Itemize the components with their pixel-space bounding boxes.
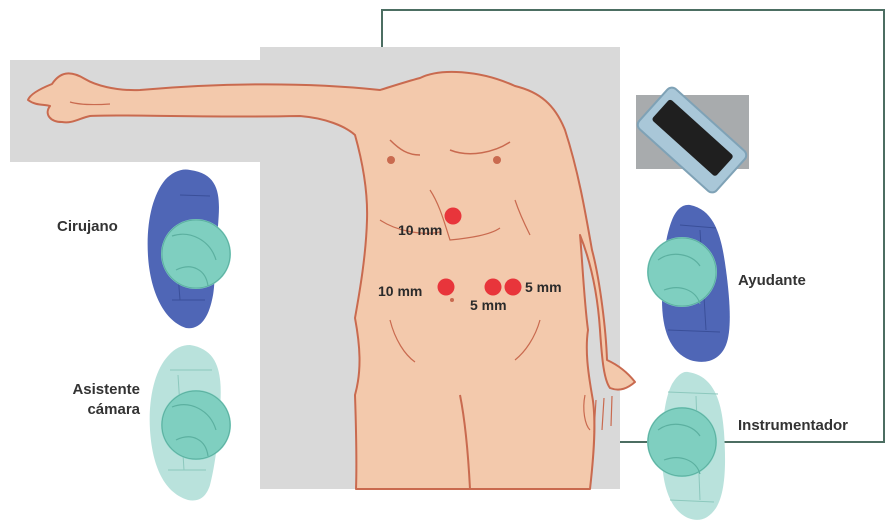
camera-assistant-label-line1: Asistente <box>48 380 140 400</box>
port-label-left: 10 mm <box>378 283 422 299</box>
nipple-left <box>387 156 395 164</box>
camera-assistant-figure <box>150 345 231 500</box>
port-marker-left <box>438 279 455 296</box>
assistant-label: Ayudante <box>738 271 806 291</box>
port-label-mid: 5 mm <box>470 297 507 313</box>
scrub-nurse-figure <box>647 372 725 520</box>
camera-assistant-label: Asistente cámara <box>48 380 140 420</box>
camera-assistant-label-line2: cámara <box>48 400 140 420</box>
port-marker-upper <box>445 208 462 225</box>
navel <box>450 298 454 302</box>
port-label-right: 5 mm <box>525 279 562 295</box>
port-marker-right <box>505 279 522 296</box>
port-label-upper: 10 mm <box>398 222 442 238</box>
scrub-nurse-label: Instrumentador <box>738 416 848 436</box>
surgeon-figure <box>148 169 231 328</box>
assistant-figure <box>647 205 730 362</box>
nipple-right <box>493 156 501 164</box>
surgeon-label: Cirujano <box>57 217 118 237</box>
port-marker-mid <box>485 279 502 296</box>
